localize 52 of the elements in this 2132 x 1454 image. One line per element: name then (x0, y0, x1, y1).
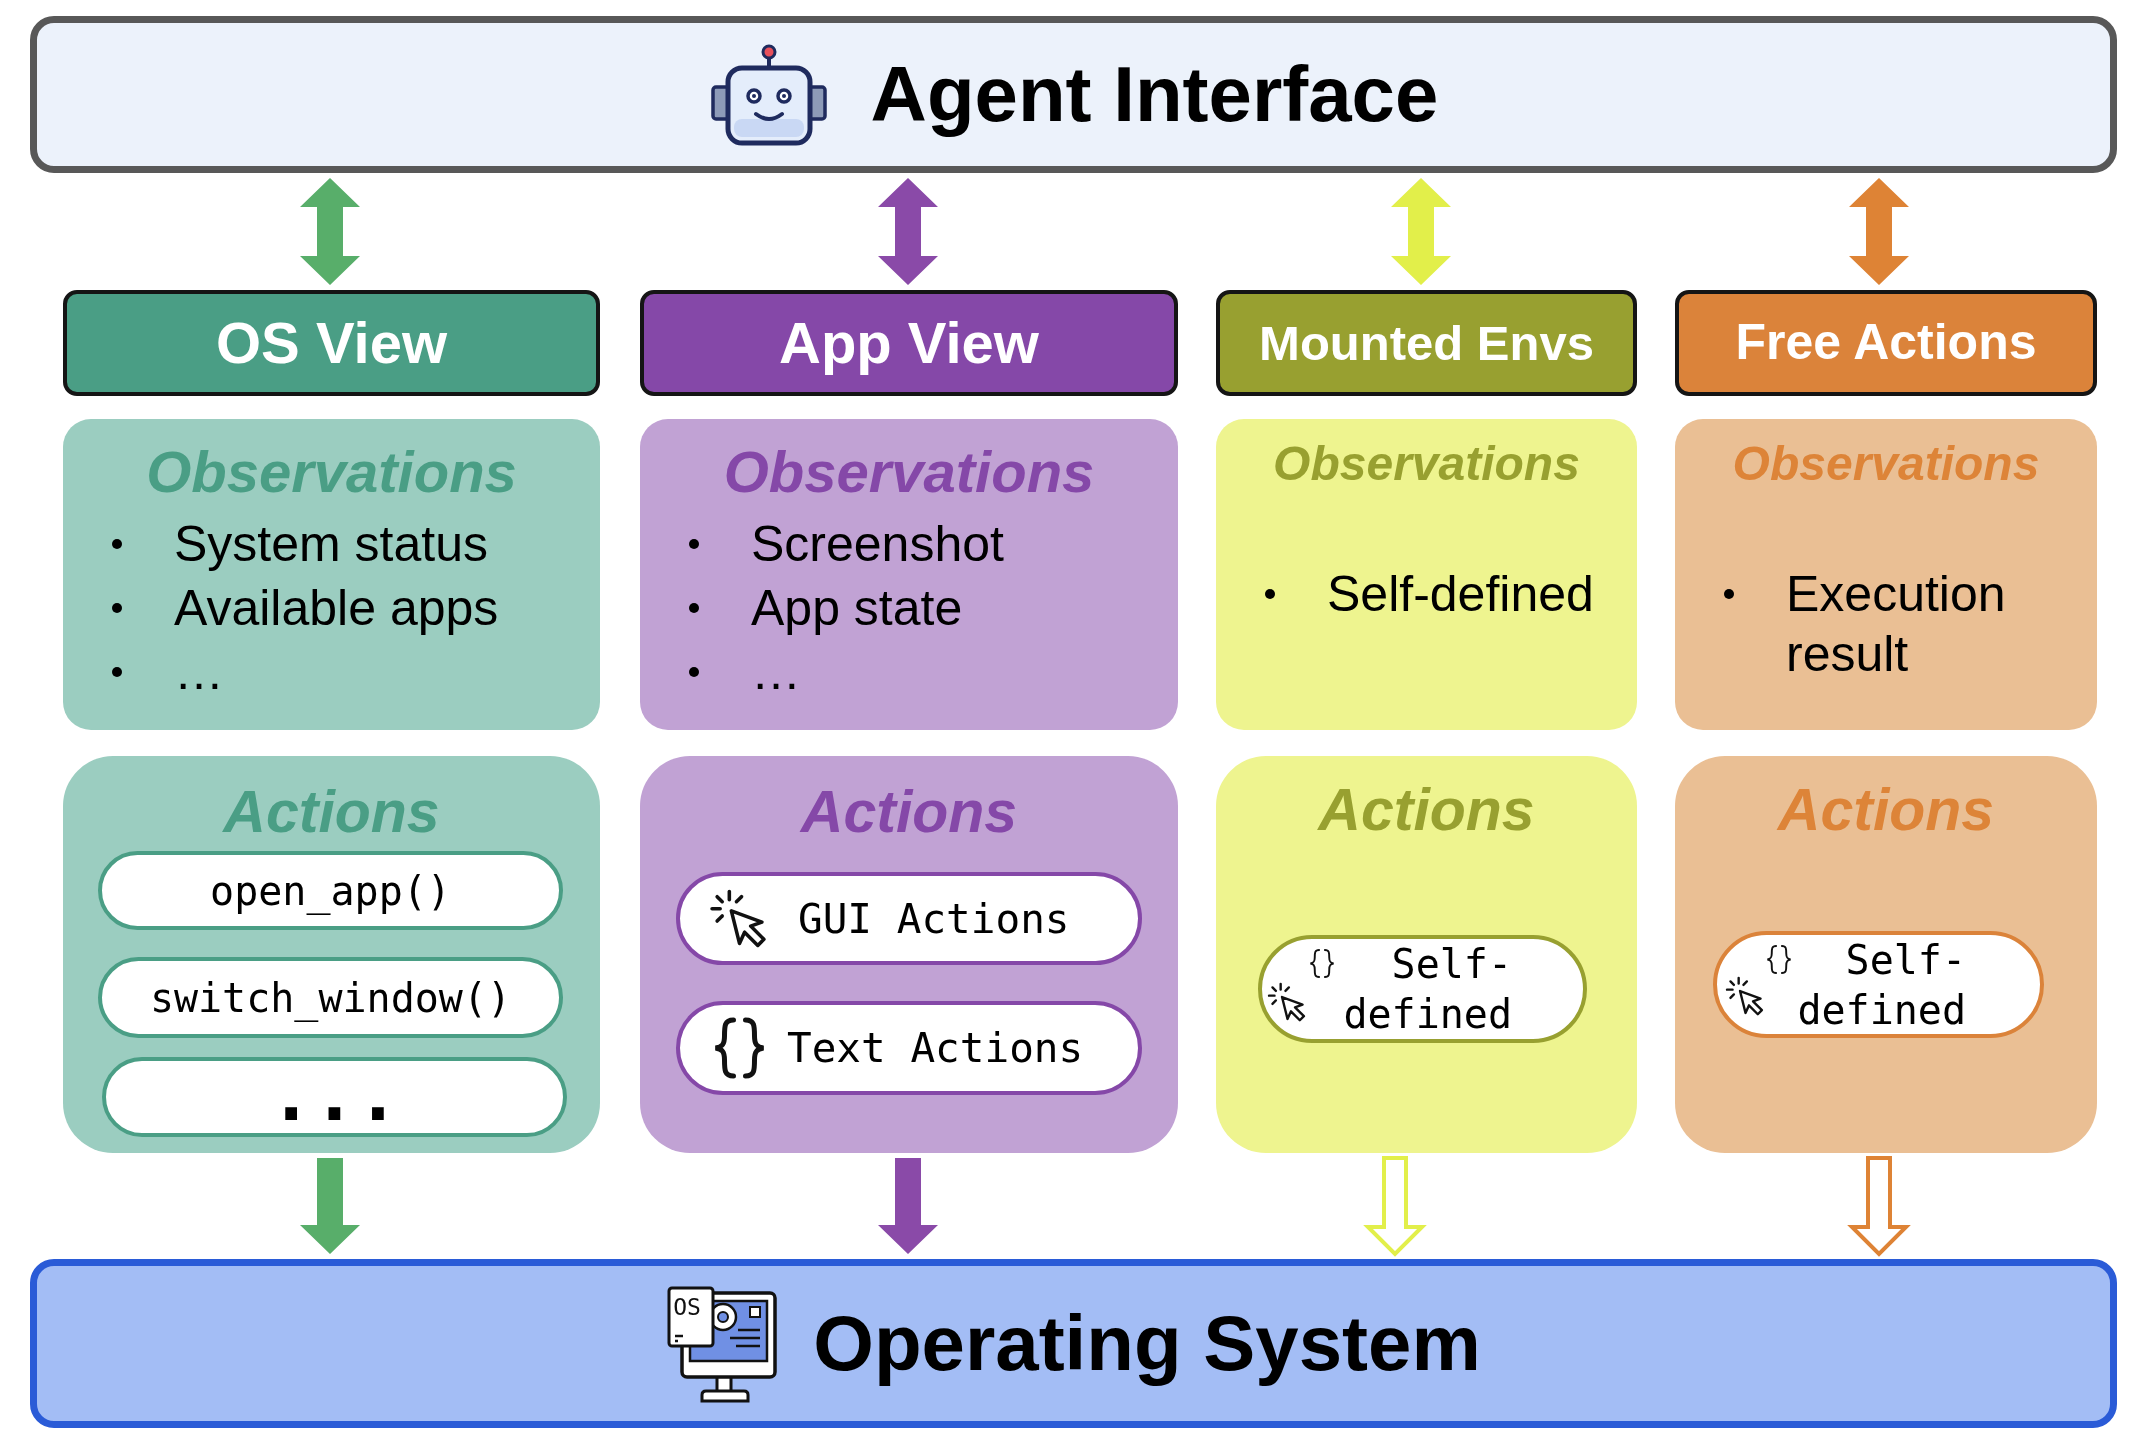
column-title: Free Actions (1735, 314, 2037, 372)
banner-title: Operating System (813, 1300, 1481, 1387)
column-header (1675, 290, 2097, 396)
column-title: OS View (215, 309, 447, 377)
panel-heading: Observations (723, 438, 1095, 506)
action-label: ... (269, 1059, 400, 1131)
column-header (640, 290, 1178, 396)
action-label: switch_window() (149, 973, 512, 1023)
observation-panel (63, 419, 600, 730)
action-label: Self-defined (1342, 940, 1512, 1039)
arrow (878, 1158, 938, 1254)
panel-heading: Actions (1777, 776, 1995, 844)
double-arrow (878, 178, 938, 285)
column-title: App View (779, 309, 1039, 377)
list-item: Available apps (174, 579, 499, 638)
column-title: Mounted Envs (1259, 314, 1594, 372)
action-label: open_app() (210, 866, 451, 916)
action-panel (640, 756, 1178, 1153)
list-item: System status (174, 515, 488, 574)
panel-heading: Observations (146, 438, 517, 506)
action-label: Self-defined (1796, 936, 1966, 1035)
system-banner (30, 1259, 2117, 1428)
action-panel (1216, 756, 1637, 1153)
observation-panel (1675, 419, 2097, 730)
action-panel (63, 756, 600, 1153)
observation-panel (1216, 419, 1637, 730)
icon-text: OS (673, 1293, 701, 1320)
action-label: Text Actions (787, 1023, 1084, 1073)
arrow (1847, 1156, 1911, 1257)
list-item: Execution result (1786, 565, 2007, 684)
panel-heading: Observations (1732, 436, 2040, 492)
list-item: … (174, 643, 224, 702)
double-arrow (1849, 178, 1909, 285)
list-item: Self-defined (1327, 565, 1594, 624)
interface-banner (30, 16, 2117, 173)
list-item: … (751, 643, 801, 702)
panel-heading: Actions (1318, 776, 1535, 844)
list-item: App state (751, 579, 963, 638)
arrow (300, 1158, 360, 1254)
banner-title: Agent Interface (870, 51, 1439, 138)
column-header (63, 290, 600, 396)
double-arrow (1391, 178, 1451, 285)
list-item: Screenshot (751, 515, 1004, 574)
panel-heading: Actions (800, 778, 1018, 846)
panel-heading: Observations (1273, 436, 1580, 492)
action-label: GUI Actions (798, 893, 1070, 944)
column-header (1216, 290, 1637, 396)
observation-panel (640, 419, 1178, 730)
arrow (1363, 1156, 1427, 1257)
double-arrow (300, 178, 360, 285)
panel-heading: Actions (223, 778, 440, 846)
action-panel (1675, 756, 2097, 1153)
